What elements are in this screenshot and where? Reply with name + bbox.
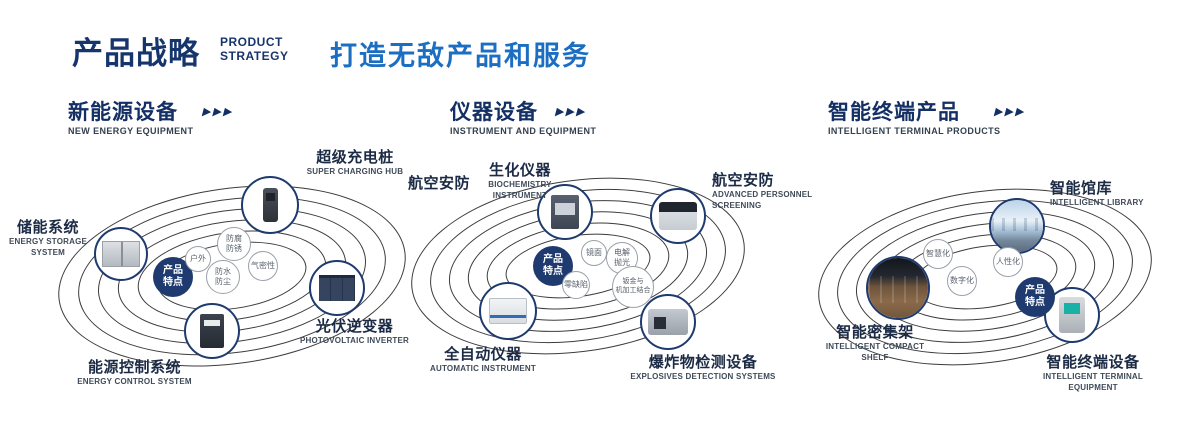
badge-label: 产品特点 (543, 254, 563, 277)
product-circle-personnel-screening (650, 188, 706, 244)
product-circle-photovoltaic-inverter (309, 260, 365, 316)
feature-bubble: 户外 (185, 246, 211, 272)
section-subtitle-instruments: INSTRUMENT AND EQUIPMENT (450, 126, 597, 136)
product-label-biochemistry-instrument: 生化仪器 BIOCHEMISTRY INSTRUMENT (474, 162, 566, 201)
product-circle-energy-control (184, 303, 240, 359)
page-title-en-line2: STRATEGY (220, 48, 289, 63)
product-name-en: ENERGY CONTROL SYSTEM (77, 377, 192, 387)
product-name-en: INTELLIGENT COMPACT SHELF (825, 342, 925, 362)
product-label-photovoltaic-inverter: 光伏逆变器 PHOTOVOLTAIC INVERTER (297, 318, 412, 347)
product-name: 智能馆库 (1050, 180, 1113, 197)
compact-shelf-image (868, 258, 928, 318)
biochemistry-instrument-image (551, 195, 579, 229)
product-name-en: ADVANCED PERSONNEL SCREENING (712, 190, 813, 210)
product-name: 光伏逆变器 (315, 318, 394, 335)
product-name: 智能密集架 (836, 324, 914, 341)
feature-bubble: 防腐 防锈 (217, 227, 251, 261)
energy-storage-image (102, 241, 140, 267)
product-name-en: ENERGY STORAGE SYSTEM (8, 237, 88, 257)
feature-bubble: 零缺陷 (562, 271, 590, 299)
control-system-image (200, 314, 224, 348)
product-name-en: BIOCHEMISTRY INSTRUMENT (488, 180, 552, 200)
product-name: 生化仪器 (488, 162, 551, 179)
product-name-en: AUTOMATIC INSTRUMENT (430, 364, 536, 374)
product-circle-automatic-instrument (479, 282, 537, 340)
section-title-new-energy: 新能源设备 (68, 101, 178, 124)
product-label-compact-shelf: 智能密集架 INTELLIGENT COMPACT SHELF (815, 324, 935, 363)
product-circle-compact-shelf (866, 256, 930, 320)
section-title-instruments: 仪器设备 (450, 101, 538, 124)
badge-label: 产品特点 (163, 265, 183, 288)
product-label-super-charging-hub: 超级充电桩 SUPER CHARGING HUB (300, 149, 410, 178)
product-name-en: EXPLOSIVES DETECTION SYSTEMS (630, 372, 776, 382)
label-aviation-security: 航空安防 (404, 175, 474, 192)
product-label-personnel-screening: 航空安防 ADVANCED PERSONNEL SCREENING (712, 172, 824, 211)
feature-bubble: 人性化 (993, 247, 1023, 277)
product-label-energy-control: 能源控制系统 ENERGY CONTROL SYSTEM (72, 359, 197, 388)
product-name: 全自动仪器 (444, 346, 522, 363)
product-circle-energy-storage (94, 227, 148, 281)
explosives-detector-image (648, 309, 688, 335)
arrows-icon: ▶▶▶ (993, 106, 1028, 118)
product-name-en: SUPER CHARGING HUB (306, 167, 404, 177)
terminal-kiosk-image (1059, 297, 1085, 333)
product-circle-biochemistry-instrument (537, 184, 593, 240)
intelligent-library-image (991, 200, 1043, 252)
screening-machine-image (659, 202, 697, 230)
product-circle-intelligent-library (989, 198, 1045, 254)
feature-bubble: 钣金与 机加工结合 (612, 266, 654, 308)
product-name: 超级充电桩 (316, 149, 394, 166)
inverter-image (319, 275, 355, 301)
section-subtitle-intelligent-terminal: INTELLIGENT TERMINAL PRODUCTS (828, 126, 1001, 136)
feature-bubble: 数字化 (947, 266, 977, 296)
feature-bubble: 气密性 (248, 251, 278, 281)
product-name: 能源控制系统 (87, 359, 181, 376)
arrows-icon: ▶▶▶ (554, 106, 589, 118)
product-circle-super-charging-hub (241, 176, 299, 234)
feature-bubble: 智慧化 (923, 239, 953, 269)
product-label-explosives-detection: 爆炸物检测设备 EXPLOSIVES DETECTION SYSTEMS (628, 354, 778, 383)
product-name-en: INTELLIGENT LIBRARY (1050, 198, 1144, 208)
tagline: 打造无敌产品和服务 (330, 41, 591, 71)
feature-bubble: 镜面 (581, 240, 607, 266)
product-label-energy-storage: 储能系统 ENERGY STORAGE SYSTEM (0, 219, 96, 258)
product-label-automatic-instrument: 全自动仪器 AUTOMATIC INSTRUMENT (428, 346, 538, 375)
page-title-en-line1: PRODUCT (220, 35, 283, 49)
product-name: 储能系统 (16, 219, 79, 236)
product-label-intelligent-library: 智能馆库 INTELLIGENT LIBRARY (1050, 180, 1150, 209)
product-label-terminal-equipment: 智能终端设备 INTELLIGENT TERMINAL EQUIPMENT (1018, 354, 1168, 393)
section-subtitle-new-energy: NEW ENERGY EQUIPMENT (68, 126, 194, 136)
section-title-intelligent-terminal: 智能终端产品 (828, 101, 960, 124)
product-name-en: INTELLIGENT TERMINAL EQUIPMENT (1043, 372, 1143, 392)
product-circle-explosives-detection (640, 294, 696, 350)
product-features-badge: 产品特点 (1015, 277, 1055, 317)
arrows-icon: ▶▶▶ (201, 106, 236, 118)
product-name: 爆炸物检测设备 (648, 354, 758, 371)
page-title-en: PRODUCT STRATEGY (220, 35, 289, 64)
page-title: 产品战略 (72, 36, 200, 71)
product-name: 航空安防 (712, 172, 775, 189)
product-name: 智能终端设备 (1046, 354, 1140, 371)
automatic-instrument-image (489, 298, 527, 324)
product-name-en: PHOTOVOLTAIC INVERTER (299, 336, 410, 346)
feature-bubble: 防水 防尘 (206, 260, 240, 294)
product-features-badge: 产品特点 (533, 246, 573, 286)
product-name: 航空安防 (407, 175, 470, 192)
charging-pile-image (262, 188, 278, 222)
badge-label: 产品特点 (1025, 285, 1045, 308)
